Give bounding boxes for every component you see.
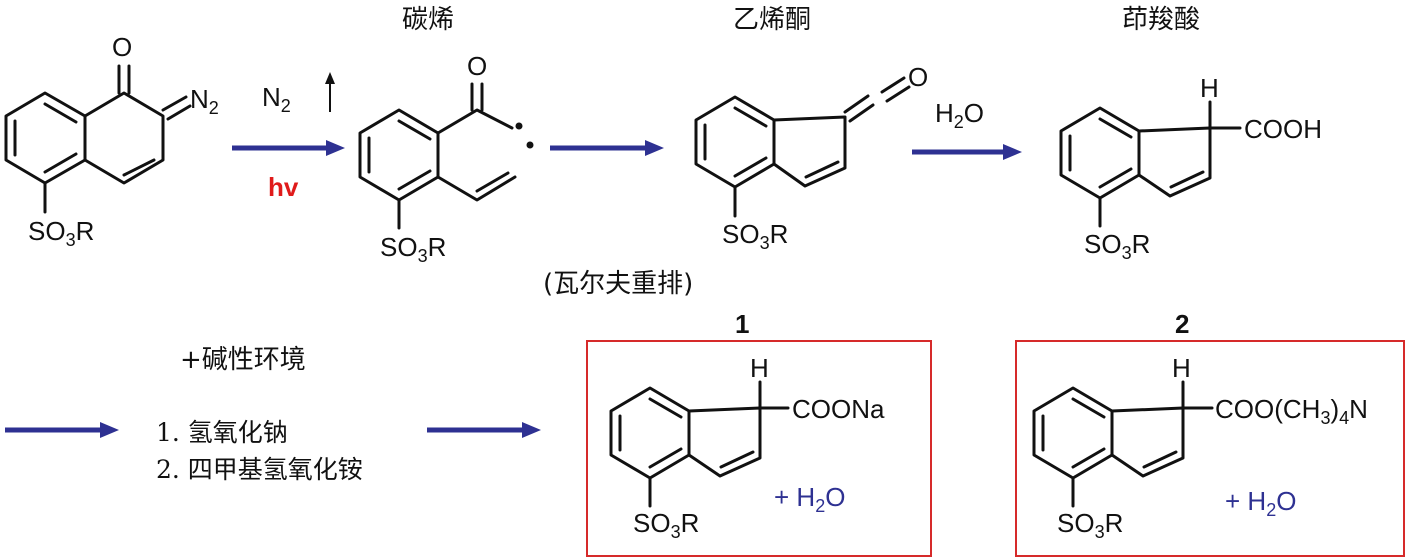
product-2-ammonium-salt: 2 H COO(CH3)4N SO3R + H2O [1015,309,1405,557]
ketene-header: 乙烯酮 [733,5,811,35]
water-byproduct-label: + H2O [1225,486,1296,520]
diazo-label: N2 [190,84,219,118]
sulfonate-label: SO3R [1057,508,1123,542]
product-1-number: 1 [735,309,749,339]
water-byproduct-label: + H2O [774,482,845,516]
carbene-molecule: 碳烯 O SO3R [358,5,534,266]
sulfonate-label: SO3R [633,508,699,542]
hydrogen-label: H [1172,353,1191,383]
hydrogen-label: H [1200,73,1219,103]
product-1-box [586,340,932,557]
wolff-rearrangement-label: (瓦尔夫重排) [543,269,693,299]
reagent-sodium-hydroxide: 1. 氢氧化钠 [156,418,288,447]
indene-acid-header: 茚羧酸 [1122,5,1200,35]
product-2-box [1015,340,1405,557]
rearrangement-step: (瓦尔夫重排) [543,140,693,299]
sulfonate-label: SO3R [1084,229,1150,263]
product-1-sodium-salt: 1 H COONa SO3R + H2O [586,309,932,557]
sodium-carboxylate-label: COONa [792,394,885,424]
carboxylic-acid-label: COOH [1244,114,1322,144]
diazonaphthoquinone-molecule: O N2 SO3R [4,32,219,250]
base-treatment-step: +碱性环境 1. 氢氧化钠 2. 四甲基氢氧化铵 [5,345,541,484]
reagent-tetramethylammonium-hydroxide: 2. 四甲基氢氧化铵 [156,455,363,484]
hydrogen-label: H [750,353,769,383]
indene-carboxylic-acid-molecule: 茚羧酸 H COOH SO3R [1059,5,1322,263]
ketene-oxygen-label: O [908,62,928,92]
ketone-oxygen-label: O [467,51,487,81]
base-condition-label: +碱性环境 [180,345,306,375]
photolysis-step: N2 hv [232,72,345,202]
light-label: hv [268,172,299,202]
carbene-electron-dot [526,141,534,149]
carbene-electron-dot [515,122,523,130]
sulfonate-label: SO3R [380,232,446,266]
hydration-step: H2O [912,98,1022,160]
nitrogen-release-label: N2 [262,82,291,116]
ketene-molecule: 乙烯酮 O SO3R [694,5,928,253]
ketone-oxygen-label: O [112,32,132,62]
ammonium-carboxylate-label: COO(CH3)4N [1215,394,1368,428]
sulfonate-label: SO3R [722,219,788,253]
water-reagent-label: H2O [935,98,984,132]
carbene-header: 碳烯 [402,5,454,35]
product-2-number: 2 [1175,309,1189,339]
sulfonate-label: SO3R [28,216,94,250]
